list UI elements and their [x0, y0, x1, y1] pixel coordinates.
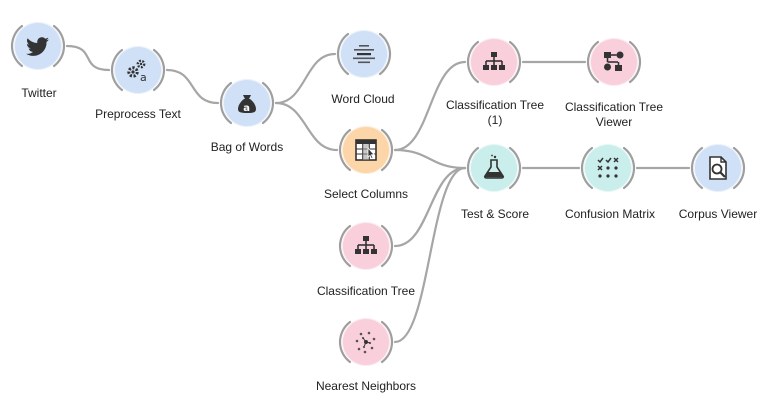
tree-icon	[483, 52, 505, 70]
link-bow-to-selectcols[interactable]	[274, 101, 339, 152]
widget-test-and-score[interactable]	[466, 144, 522, 192]
widget-ring	[580, 146, 636, 190]
nearest-neighbors-icon	[355, 331, 376, 354]
widget-ring	[690, 146, 746, 190]
link-selectcols-to-testscore[interactable]	[393, 148, 467, 170]
widget-word-cloud[interactable]	[336, 30, 392, 78]
widget-ring	[466, 146, 522, 190]
widget-nearest-neighbors[interactable]	[338, 318, 394, 366]
widget-select-columns[interactable]	[338, 126, 394, 174]
widget-ring	[338, 224, 394, 268]
tree-icon	[355, 236, 377, 254]
widget-label-select-columns: Select Columns	[323, 187, 409, 201]
gears-text-icon: a	[127, 59, 147, 84]
svg-text:a: a	[243, 103, 250, 114]
widget-label-classification-tree-1: Classification Tree (1)	[445, 98, 545, 127]
link-selectcols-to-ctree1[interactable]	[393, 60, 467, 152]
widget-ring	[466, 40, 522, 84]
confusion-matrix-icon	[597, 157, 619, 178]
widget-ring	[338, 128, 394, 172]
document-search-icon	[709, 156, 727, 180]
widget-preprocess-text[interactable]: a	[110, 46, 166, 94]
widget-label-preprocess-text: Preprocess Text	[95, 107, 181, 121]
widget-ring	[586, 40, 642, 84]
widget-bag-of-words[interactable]: a	[219, 79, 275, 127]
widget-ring	[338, 320, 394, 364]
widget-classification-tree-1[interactable]	[466, 38, 522, 86]
link-twitter-to-preprocess[interactable]	[65, 44, 111, 72]
word-bag-icon: a	[238, 95, 256, 114]
widget-label-classification-tree-viewer: Classification Tree Viewer	[564, 100, 664, 129]
widget-ring	[110, 48, 166, 92]
widget-corpus-viewer[interactable]	[690, 144, 746, 192]
twitter-bird-icon	[26, 37, 49, 56]
widget-label-test-and-score: Test & Score	[460, 207, 530, 221]
word-cloud-icon	[353, 45, 375, 64]
tree-viewer-icon	[604, 51, 624, 71]
widget-label-classification-tree: Classification Tree	[316, 284, 416, 298]
widget-ring	[219, 81, 275, 125]
link-bow-to-wordcloud[interactable]	[274, 52, 337, 105]
widget-disc	[470, 144, 518, 192]
link-ctree-to-testscore[interactable]	[393, 166, 467, 248]
widget-classification-tree-viewer[interactable]	[586, 38, 642, 86]
widget-label-twitter: Twitter	[21, 86, 57, 100]
widget-classification-tree[interactable]	[338, 222, 394, 270]
widget-label-corpus-viewer: Corpus Viewer	[678, 207, 758, 221]
link-knn-to-testscore[interactable]	[393, 166, 467, 344]
link-preprocess-to-bow[interactable]	[165, 68, 220, 105]
widget-confusion-matrix[interactable]	[580, 144, 636, 192]
flask-icon	[483, 154, 505, 179]
svg-text:a: a	[140, 71, 147, 84]
widget-label-nearest-neighbors: Nearest Neighbors	[315, 379, 417, 393]
widget-ring	[336, 32, 392, 76]
select-columns-icon	[355, 139, 377, 161]
widget-twitter[interactable]	[10, 22, 66, 70]
widget-label-word-cloud: Word Cloud	[331, 92, 395, 106]
widget-label-confusion-matrix: Confusion Matrix	[564, 207, 656, 221]
widget-label-bag-of-words: Bag of Words	[210, 140, 284, 154]
widget-ring	[10, 24, 66, 68]
